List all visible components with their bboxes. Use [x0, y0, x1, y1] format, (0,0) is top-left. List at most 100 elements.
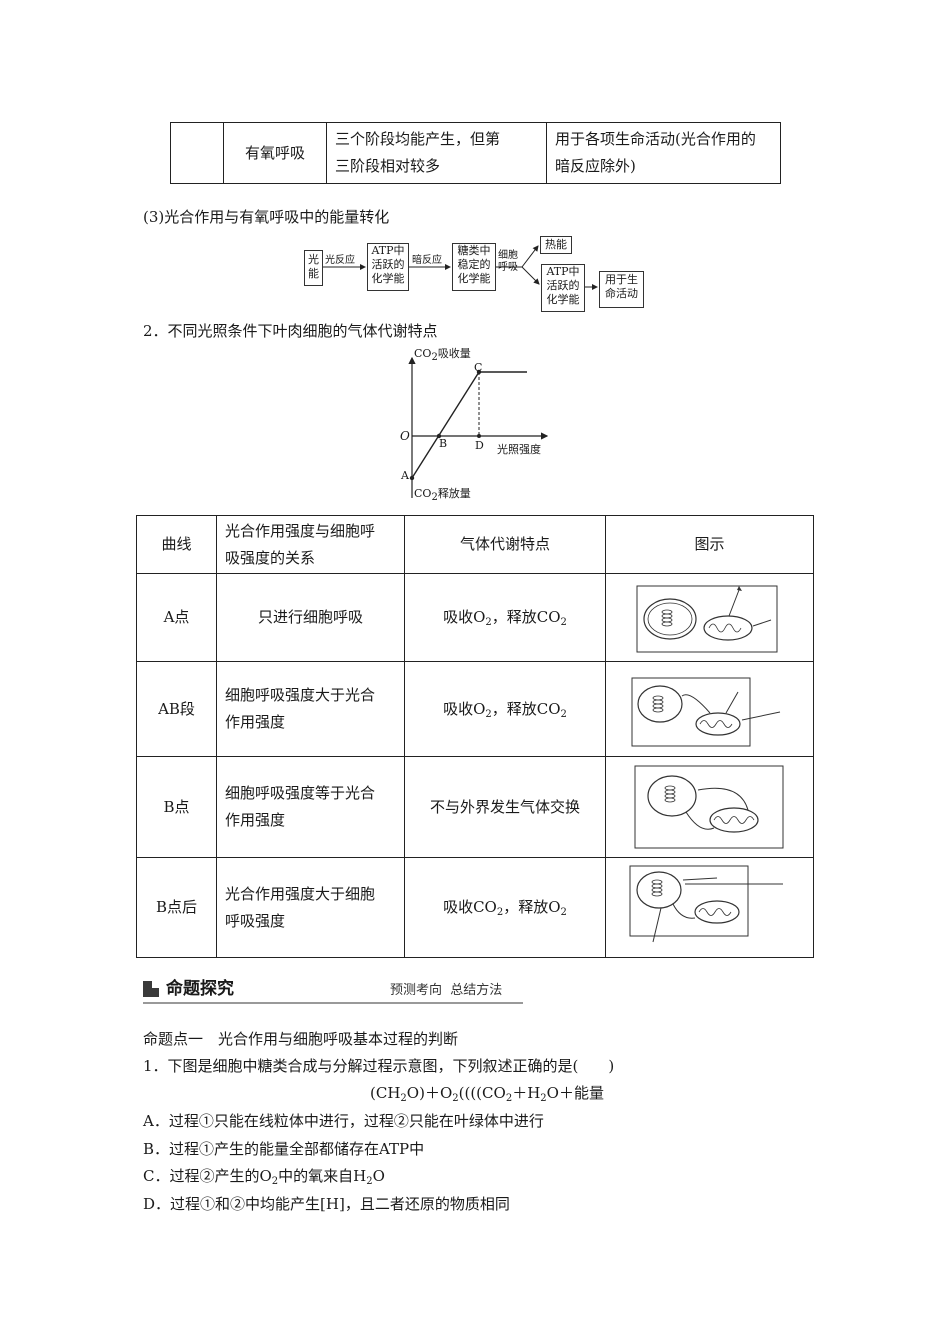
header-relation: 光合作用强度与细胞呼 吸强度的关系 — [216, 515, 405, 574]
flow-box-heat: 热能 — [540, 236, 572, 254]
question-stem: 1．下图是细胞中糖类合成与分解过程示意图，下列叙述正确的是( ) — [143, 1057, 615, 1075]
gas-text: ，释放CO — [491, 699, 561, 718]
gas-sub: 2 — [485, 708, 492, 720]
flow-text: 命活动 — [605, 287, 638, 300]
gas-text: 吸收O — [443, 608, 486, 626]
header-text: 光合作用强度与细胞呼 — [225, 521, 376, 540]
flow-text: ATP中 — [371, 244, 405, 257]
label-sub: 2 — [431, 352, 438, 363]
gas-text: ，释放CO — [491, 608, 561, 626]
cell-figure — [605, 756, 814, 858]
table-cell-use: 用于各项生命活动(光合作用的 暗反应除外) — [546, 122, 781, 184]
respiration-type: 有氧呼吸 — [244, 143, 305, 162]
gas-sub: 2 — [560, 708, 567, 720]
header-curve: 曲线 — [136, 515, 217, 574]
cell-gas: 吸收O2，释放CO2 — [404, 573, 606, 662]
option-sub: 2 — [271, 1176, 279, 1187]
cell-diagram-b — [634, 765, 783, 849]
gas-metabolism-table: 曲线 光合作用强度与细胞呼 吸强度的关系 气体代谢特点 图示 A点 只进行细胞呼… — [136, 515, 814, 958]
banner-underline — [143, 1002, 523, 1004]
option-a: A．过程①只能在线粒体中进行，过程②只能在叶绿体中进行 — [143, 1112, 544, 1130]
flow-text: ATP中 — [546, 265, 580, 278]
header-text: 吸强度的关系 — [225, 548, 316, 567]
curve-rising — [411, 371, 480, 479]
chloroplast-icon — [642, 597, 697, 640]
option-b: B．过程①产生的能量全部都储存在ATP中 — [143, 1140, 425, 1158]
gas-sub: 2 — [485, 617, 492, 628]
cell-curve: B点 — [136, 756, 217, 858]
banner-subtitle: 预测考向 总结方法 — [390, 983, 503, 998]
header-text: 曲线 — [161, 535, 192, 553]
cell-relation: 细胞呼吸强度等于光合 作用强度 — [216, 756, 405, 858]
flow-box-light-energy: 光 能 — [304, 250, 323, 286]
relation-text: 呼吸强度 — [225, 911, 286, 930]
curve-text: A点 — [163, 608, 190, 626]
chloroplast-icon — [646, 775, 697, 817]
point-b-label: B — [439, 437, 448, 450]
option-d: D．过程①和②中均能产生[H]，且二者还原的物质相同 — [143, 1195, 510, 1213]
y-axis-bottom-label: CO2释放量 — [414, 487, 471, 503]
point-b-dot — [436, 433, 442, 439]
relation-text: 只进行细胞呼吸 — [257, 608, 363, 626]
gas-sub: 2 — [560, 907, 567, 918]
gas-sub: 2 — [560, 617, 567, 628]
flow-box-atp2: ATP中 活跃的 化学能 — [541, 264, 585, 312]
flow-text: 光 — [308, 253, 319, 266]
table-header-row: 曲线 光合作用强度与细胞呼 吸强度的关系 气体代谢特点 图示 — [136, 515, 814, 574]
cell-relation: 光合作用强度大于细胞 呼吸强度 — [216, 857, 405, 958]
flow-box-life-use: 用于生 命活动 — [599, 271, 644, 308]
cell-figure — [605, 573, 814, 662]
flow-text: 活跃的 — [546, 279, 580, 292]
table-cell-empty — [170, 122, 224, 184]
flow-box-atp: ATP中 活跃的 化学能 — [367, 243, 409, 291]
flow-arrows — [323, 245, 598, 290]
eq-part: O＋能量 — [546, 1084, 604, 1102]
table-row: A点 只进行细胞呼吸 吸收O2，释放CO2 — [136, 573, 814, 662]
flow-label-light-reaction: 光反应 — [325, 255, 355, 266]
eq-sub: 2 — [505, 1093, 513, 1104]
gas-text: 不与外界发生气体交换 — [429, 797, 580, 816]
cell-curve: B点后 — [136, 857, 217, 958]
relation-text: 细胞呼吸强度等于光合 — [225, 784, 376, 802]
eq-part: ＋H — [512, 1084, 541, 1102]
flow-text: 活跃的 — [371, 258, 405, 271]
use-line1: 用于各项生命活动(光合作用的 — [555, 130, 756, 148]
eq-sub: 2 — [400, 1093, 407, 1104]
cell-diagram-a — [636, 585, 777, 652]
eq-part: (CH — [370, 1084, 401, 1102]
flow-label-dark-reaction: 暗反应 — [412, 255, 442, 266]
top-table: 有氧呼吸 三个阶段均能产生，但第 三阶段相对较多 用于各项生命活动(光合作用的 … — [170, 122, 781, 184]
curve-text: B点 — [163, 797, 190, 816]
flow-text: 化学能 — [371, 272, 405, 285]
mitochondrion-icon — [694, 712, 741, 736]
mitochondrion-icon — [702, 614, 753, 641]
table-row: AB段 细胞呼吸强度大于光合 作用强度 吸收O2，释放CO2 — [136, 661, 814, 757]
header-text: 图示 — [694, 535, 725, 553]
flow-text: 热能 — [545, 238, 567, 251]
point-d-label: D — [475, 439, 484, 452]
header-figure: 图示 — [605, 515, 814, 574]
cell-diagram-after-b — [629, 865, 783, 942]
table-cell-name: 有氧呼吸 — [223, 122, 327, 184]
cell-curve: AB段 — [136, 661, 217, 757]
point-c-label: C — [474, 361, 483, 374]
banner-icon — [143, 981, 159, 997]
gas-sub: 2 — [496, 907, 504, 918]
section3-title: (3)光合作用与有氧呼吸中的能量转化 — [143, 208, 390, 226]
flow-text: 细胞 — [498, 250, 518, 261]
cell-curve: A点 — [136, 573, 217, 662]
label-part: 释放量 — [437, 487, 471, 500]
use-line2: 暗反应除外) — [555, 157, 636, 175]
cell-gas: 吸收O2，释放CO2 — [404, 661, 606, 757]
cell-gas: 不与外界发生气体交换 — [404, 756, 606, 858]
cell-gas: 吸收CO2，释放O2 — [404, 857, 606, 958]
eq-sub: 2 — [452, 1093, 459, 1104]
header-text: 气体代谢特点 — [459, 535, 550, 553]
banner-title: 命题探究 — [166, 979, 234, 999]
flow-text: 稳定的 — [457, 258, 491, 271]
cell-diagram-ab — [631, 677, 780, 747]
flow-text: 化学能 — [457, 272, 491, 285]
chloroplast-icon — [635, 870, 682, 909]
table-row: 有氧呼吸 三个阶段均能产生，但第 三阶段相对较多 用于各项生命活动(光合作用的 … — [170, 122, 781, 184]
option-part: C．过程②产生的O — [143, 1167, 272, 1185]
